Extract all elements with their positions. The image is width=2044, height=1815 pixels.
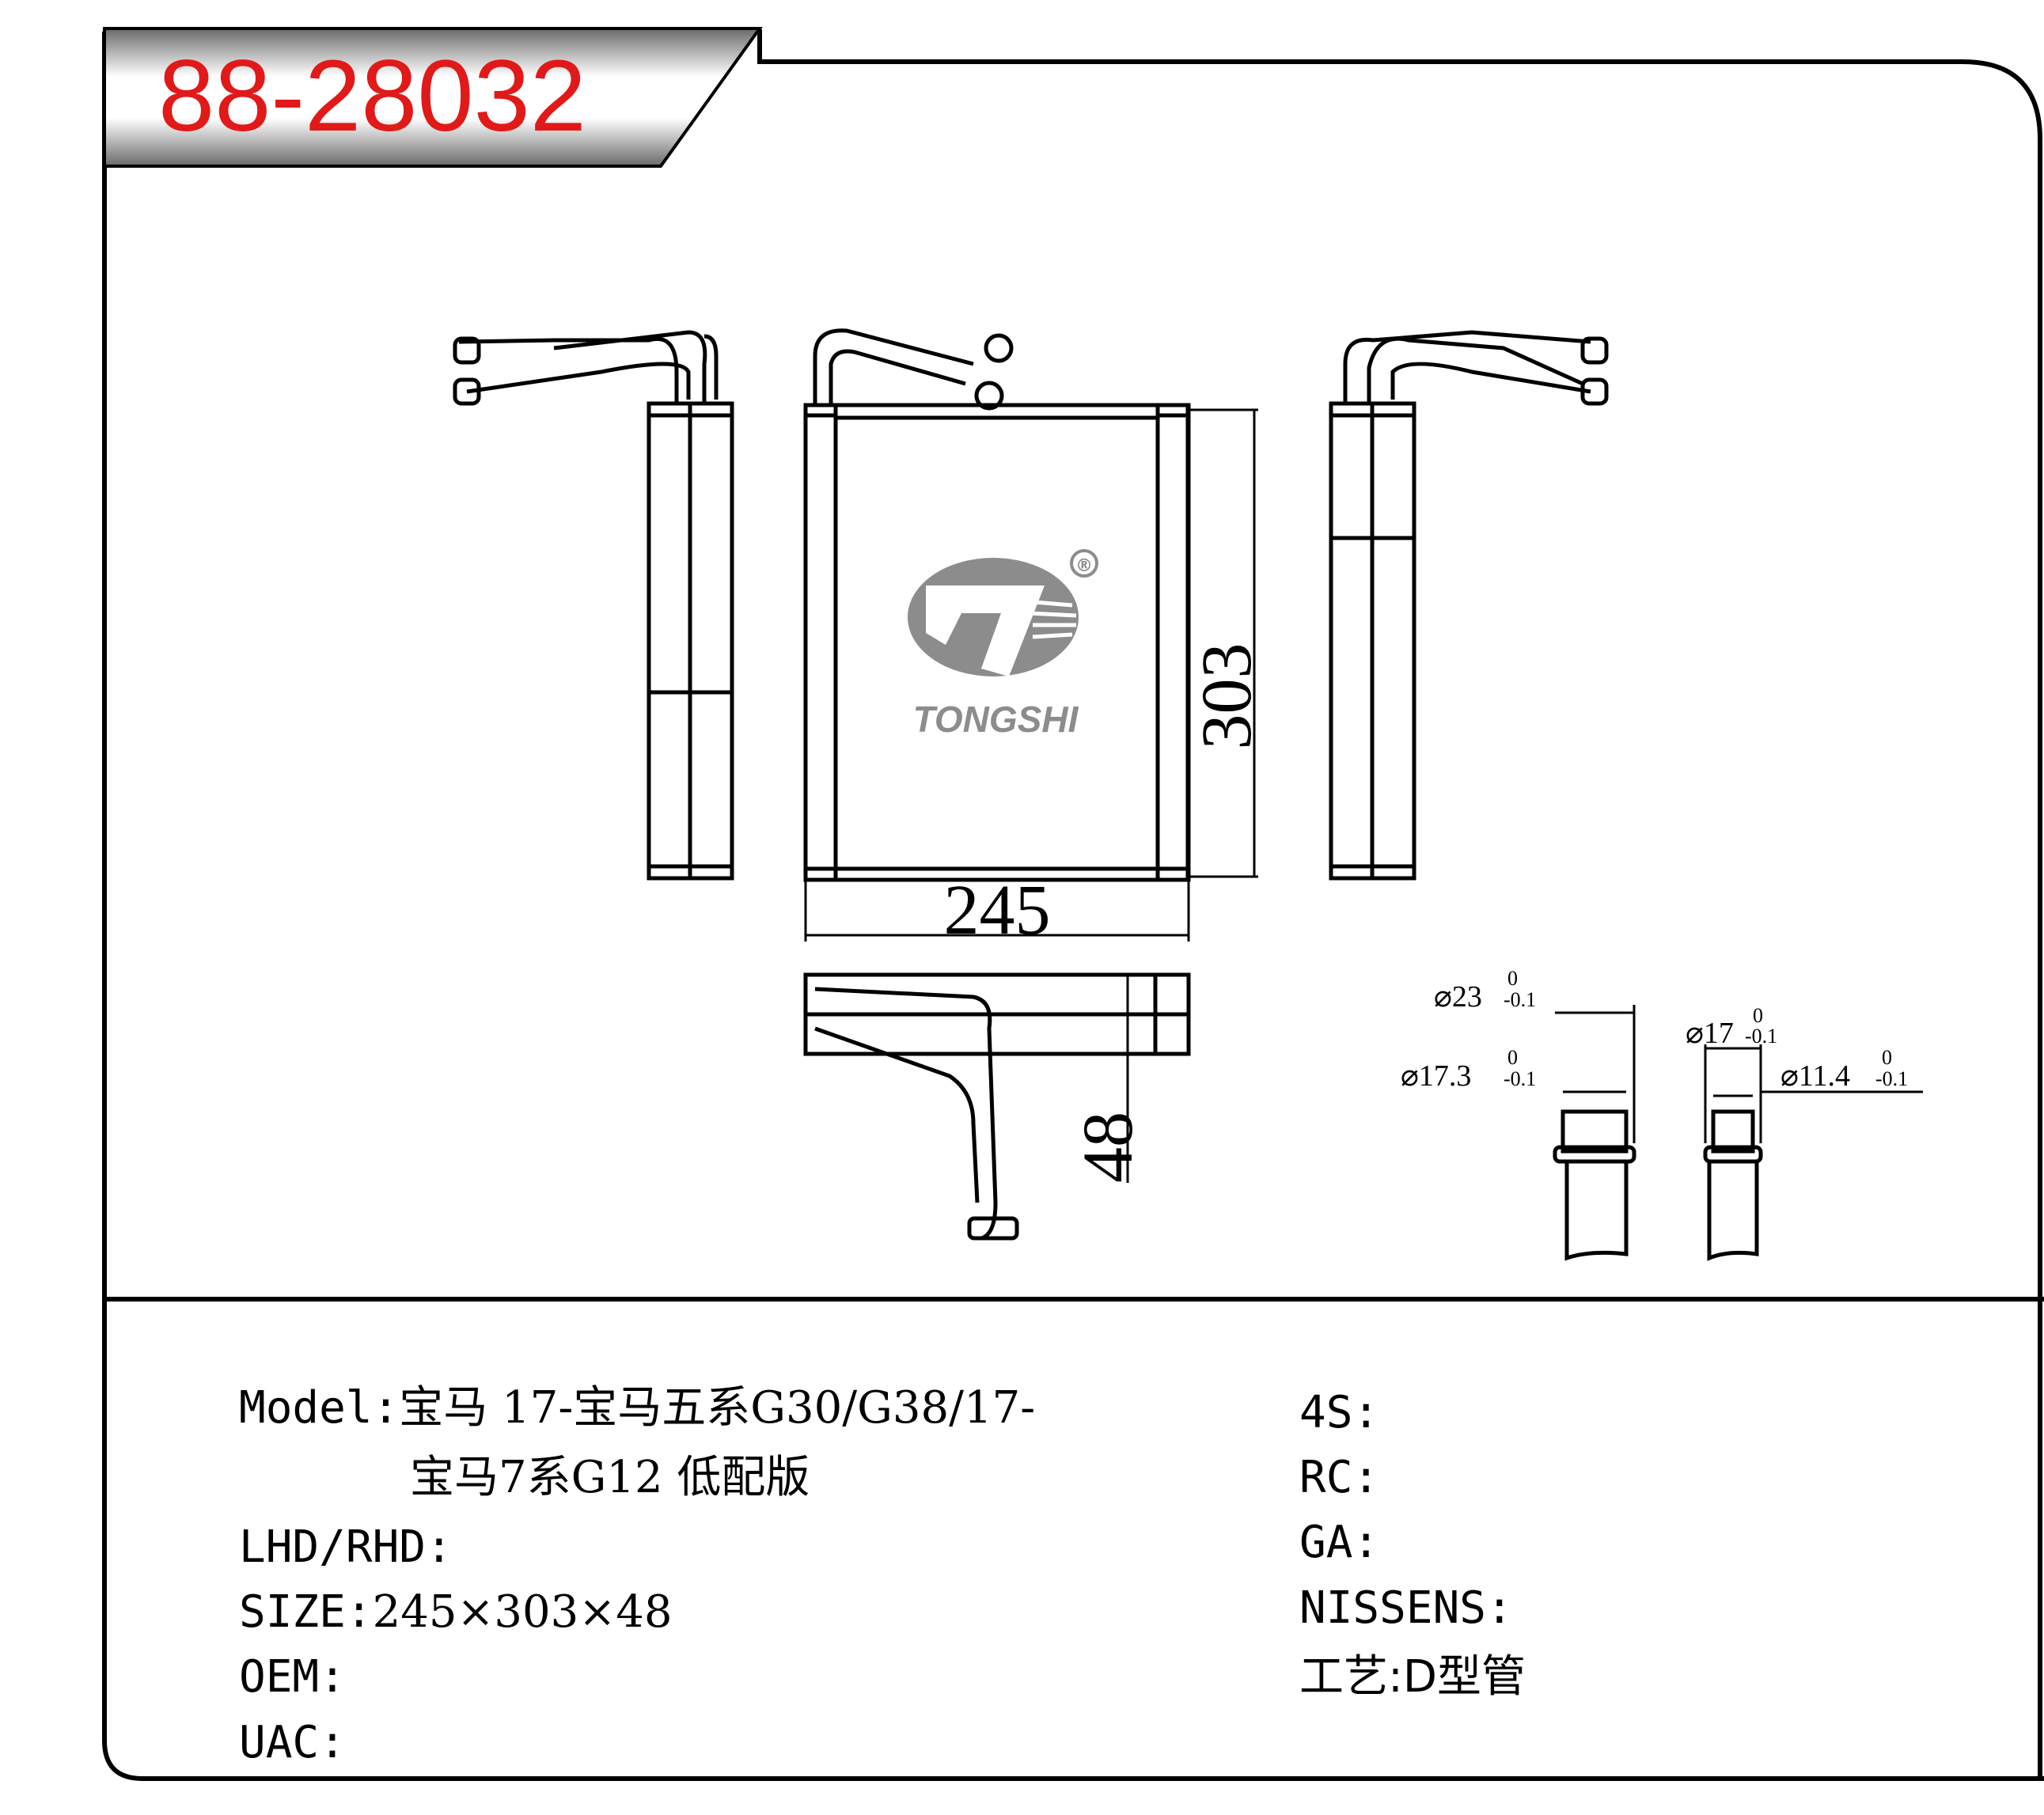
pipe-small-inner-lower-tol: -0.1	[1875, 1067, 1908, 1090]
spec-label: GA:	[1299, 1517, 1380, 1568]
spec-label: 工艺:	[1299, 1651, 1403, 1703]
spec-label: LHD/RHD:	[239, 1521, 453, 1573]
pipe-detail-large	[1553, 1005, 1636, 1261]
spec-value: 宝马7系G12 低配版	[410, 1452, 810, 1503]
part-number: 88-28032	[158, 40, 586, 153]
spec-value: 宝马 17-宝马五系G30/G38/17-	[399, 1382, 1036, 1434]
spec-value: 245×303×48	[372, 1586, 673, 1638]
spec-label: RC:	[1299, 1452, 1380, 1503]
registered-mark: ®	[1075, 556, 1093, 576]
pipe-detail-small	[1703, 1044, 1923, 1261]
spec-row-model-continued: 宝马7系G12 低配版	[410, 1456, 810, 1500]
dimension-lines	[804, 408, 1258, 1183]
spec-row-lhd-rhd: LHD/RHD:	[239, 1525, 453, 1570]
spec-label: UAC:	[239, 1717, 346, 1768]
spec-label: OEM:	[239, 1651, 346, 1703]
spec-label: SIZE:	[239, 1586, 373, 1638]
spec-row-uac: UAC:	[239, 1721, 346, 1765]
depth-dimension-label: 48	[1069, 1112, 1147, 1183]
side-view-left	[453, 330, 734, 881]
height-dimension-label: 303	[1188, 643, 1266, 750]
pipe-small-outer-lower-tol: -0.1	[1745, 1025, 1777, 1048]
pipe-large-inner-upper-tol: 0	[1507, 1046, 1518, 1069]
pipe-large-inner-lower-tol: -0.1	[1504, 1067, 1536, 1090]
pipe-large-inner-diameter: ⌀17.3	[1401, 1059, 1471, 1093]
spec-row-size: SIZE:245×303×48	[239, 1590, 672, 1635]
spec-label: NISSENS:	[1299, 1582, 1513, 1634]
spec-row-4s: 4S:	[1299, 1391, 1379, 1435]
pipe-small-inner-diameter: ⌀11.4	[1780, 1059, 1850, 1093]
pipe-small-inner-upper-tol: 0	[1882, 1046, 1892, 1069]
spec-row-process: 工艺:D型管	[1299, 1655, 1526, 1699]
spec-row-model: Model:宝马 17-宝马五系G30/G38/17-	[239, 1386, 1035, 1430]
spec-label: Model:	[239, 1382, 400, 1434]
part-number-tag	[103, 27, 763, 168]
brand-name: TONGSHI	[913, 699, 1079, 740]
outer-border	[102, 29, 2044, 1781]
side-view-right	[1329, 330, 1609, 881]
spec-row-rc: RC:	[1299, 1456, 1379, 1500]
top-view	[803, 972, 1191, 1241]
pipe-small-outer-diameter: ⌀17	[1686, 1017, 1734, 1050]
spec-value: D型管	[1402, 1651, 1526, 1703]
tongshi-logo-icon	[908, 549, 1098, 676]
pipe-small-outer-upper-tol: 0	[1753, 1004, 1763, 1027]
spec-row-ga: GA:	[1299, 1521, 1379, 1565]
width-dimension-label: 245	[944, 871, 1051, 949]
spec-row-nissens: NISSENS:	[1299, 1586, 1513, 1631]
spec-label: 4S:	[1299, 1387, 1380, 1438]
pipe-large-outer-lower-tol: -0.1	[1504, 988, 1536, 1011]
pipe-large-outer-upper-tol: 0	[1507, 967, 1518, 990]
pipe-large-outer-diameter: ⌀23	[1434, 980, 1482, 1014]
spec-row-oem: OEM:	[239, 1655, 346, 1699]
front-view	[803, 328, 1191, 882]
